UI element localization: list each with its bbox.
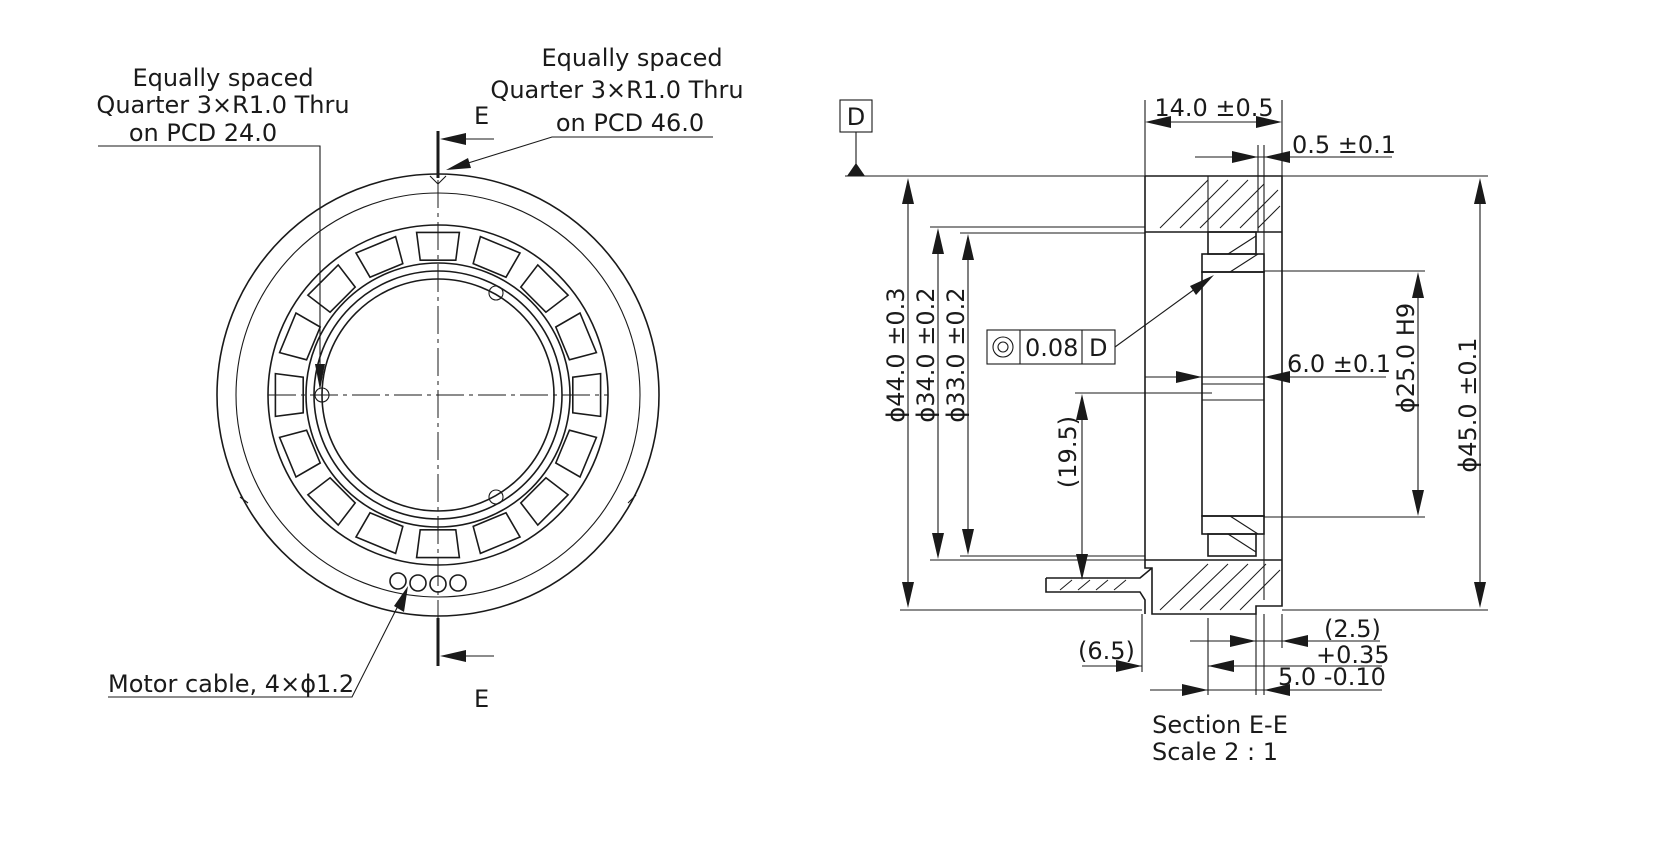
dim-ref-2-5: (2.5) <box>1324 615 1381 643</box>
stator-slot <box>274 372 305 418</box>
front-view: E E Equally spaced Quarter 3×R1.0 Thru o… <box>96 44 743 713</box>
datum-label: D <box>847 103 865 131</box>
dim-dia-33: ϕ33.0 ±0.2 <box>942 287 970 422</box>
stator-slot <box>354 235 404 279</box>
datum-triangle <box>847 163 865 176</box>
dim-dia-34: ϕ34.0 ±0.2 <box>912 287 940 422</box>
dim-bearing-width: 6.0 ±0.1 <box>1287 350 1391 378</box>
dim-dia-25: ϕ25.0 H9 <box>1392 303 1420 413</box>
dim-step-small: 0.5 ±0.1 <box>1292 131 1396 159</box>
stator-slot <box>354 511 404 555</box>
motor-cable-leader <box>108 591 406 698</box>
hole-note-inner-leader <box>98 145 321 382</box>
dim-dia-44: ϕ44.0 ±0.3 <box>882 287 910 422</box>
concentricity-icon <box>992 336 1014 358</box>
bearing <box>1201 231 1265 557</box>
hole-note-outer-line1: Equally spaced <box>541 44 722 72</box>
stator-slot <box>472 235 522 279</box>
stator-slots <box>274 231 602 559</box>
stator-slot <box>278 429 322 479</box>
stator-slot <box>554 429 598 479</box>
hole-note-inner-line2: Quarter 3×R1.0 Thru <box>96 91 349 119</box>
dim-tol-upper: +0.35 <box>1316 641 1390 669</box>
pcd46-notch-left <box>239 496 249 504</box>
stator-slot <box>571 372 602 418</box>
hole-note-outer-line2: Quarter 3×R1.0 Thru <box>490 76 743 104</box>
stator-slot <box>415 528 461 559</box>
fcf-datum: D <box>1089 334 1107 362</box>
fcf-tolerance: 0.08 <box>1025 334 1078 362</box>
motor-cable-note: Motor cable, 4×ϕ1.2 <box>108 670 354 698</box>
dim-ref-6-5: (6.5) <box>1078 637 1135 665</box>
section-caption-line1: Section E-E <box>1152 711 1288 739</box>
hole-note-inner-line1: Equally spaced <box>132 64 313 92</box>
pcd46-notch-right <box>627 494 637 504</box>
feature-control-frame: 0.08 D <box>986 275 1214 365</box>
dim-width-total: 14.0 ±0.5 <box>1154 94 1273 122</box>
dim-dia-45: ϕ45.0 ±0.1 <box>1454 337 1482 472</box>
stator-slot <box>415 231 461 262</box>
stator-slot <box>519 263 570 314</box>
section-caption-line2: Scale 2 : 1 <box>1152 738 1278 766</box>
section-hatching <box>1059 179 1281 611</box>
hole-note-outer-leader <box>451 136 713 169</box>
stator-slot <box>306 263 357 314</box>
dim-ref-19-5: (19.5) <box>1054 416 1082 488</box>
stator-slot <box>278 311 322 361</box>
hole-note-inner-line3: on PCD 24.0 <box>129 119 277 147</box>
section-mark-top: E <box>474 102 489 130</box>
section-mark-bottom: E <box>474 685 489 713</box>
pcd24-notch-upper <box>488 285 504 301</box>
stator-slot <box>554 311 598 361</box>
stator-slot <box>306 476 357 527</box>
motor-cable-holes <box>389 572 467 593</box>
hole-note-outer-line3: on PCD 46.0 <box>556 109 704 137</box>
pcd24-notch-lower <box>488 489 504 505</box>
dim-5-0: 5.0 -0.10 <box>1278 663 1386 691</box>
stator-slot <box>472 511 522 555</box>
section-view: D <box>839 94 1488 766</box>
stator-slot <box>519 476 570 527</box>
